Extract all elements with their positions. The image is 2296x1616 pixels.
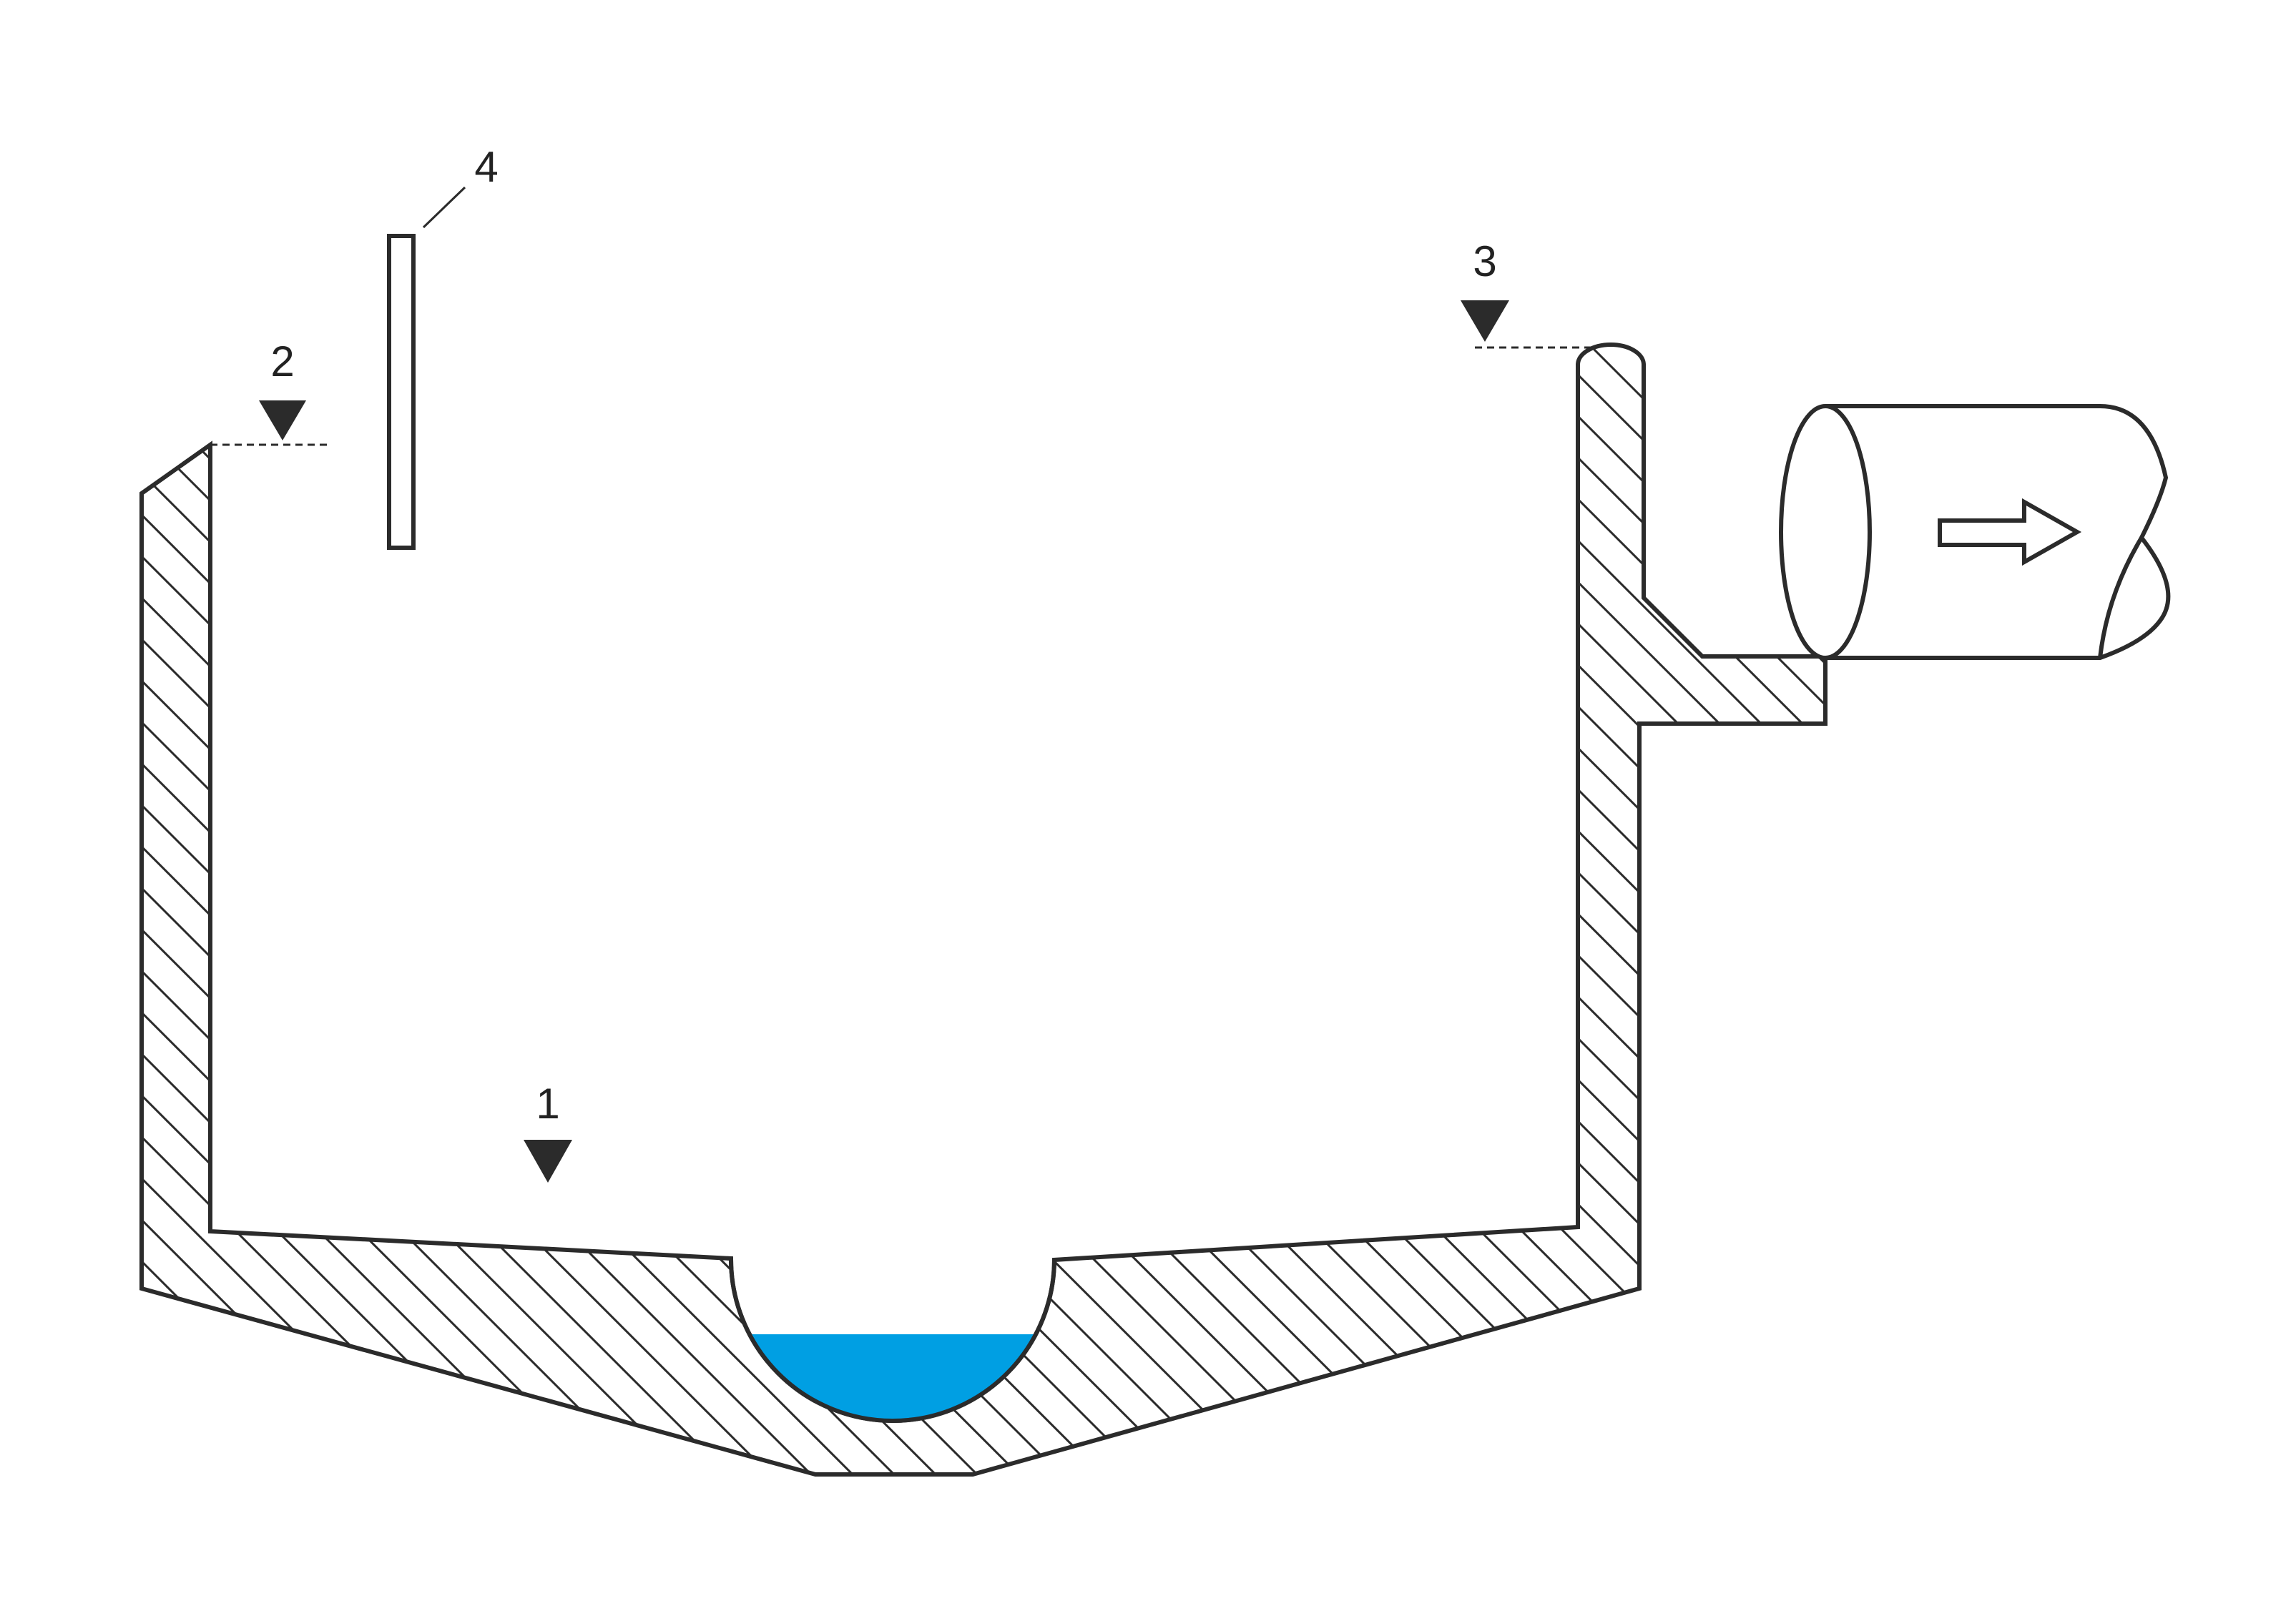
level-3-label: 3 [1473, 237, 1496, 285]
rod [387, 234, 416, 550]
liquid-pool [750, 1334, 1036, 1421]
level-1-label: 1 [536, 1080, 559, 1128]
pipe-opening [1779, 404, 1872, 660]
rod-leader-line [422, 186, 466, 229]
outlet-pipe [1779, 404, 2171, 660]
level-3-triangle-icon [1461, 300, 1509, 342]
level-2-triangle-icon [259, 400, 306, 440]
level-1-triangle-icon [524, 1140, 572, 1183]
level-2-label: 2 [270, 338, 294, 385]
level-marker-1: 1 [524, 1080, 572, 1183]
flow-arrow-icon [1938, 498, 2082, 566]
level-marker-3: 3 [1461, 237, 1592, 349]
rod-label: 4 [474, 143, 498, 191]
sump-outline [728, 1258, 1056, 1423]
level-marker-2: 2 [210, 338, 329, 446]
